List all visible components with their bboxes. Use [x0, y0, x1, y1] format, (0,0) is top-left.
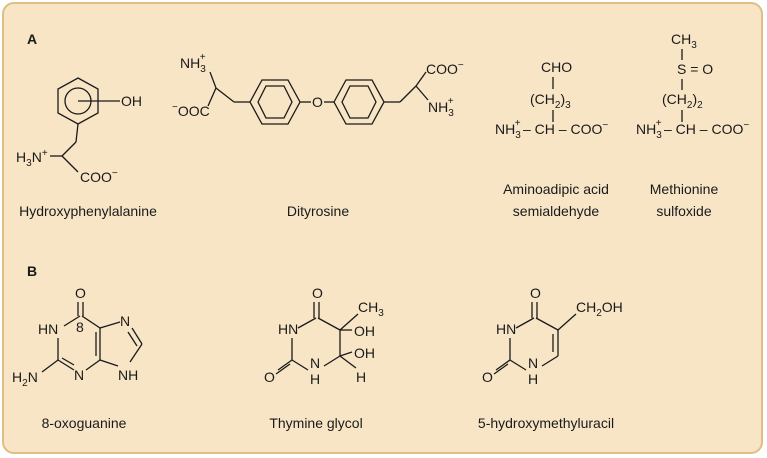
ch3-atom: CH3	[671, 31, 697, 51]
hmu-c2-n1	[509, 359, 527, 371]
left-ooc-atom: −OOC	[172, 102, 210, 119]
left-inner-ring	[257, 85, 293, 119]
tg-c2-n1	[291, 359, 309, 371]
n9h-atom: NH	[118, 367, 138, 383]
hmu-c5-ch2	[557, 313, 577, 331]
coo-minus-atom: COO−	[80, 168, 118, 185]
tg-hn-atom: HN	[278, 321, 298, 337]
tg-n1-c6	[323, 355, 341, 367]
c2-n3-double	[61, 357, 75, 366]
tg-nh-atom: H	[310, 371, 320, 387]
h2n-atom: H2N	[12, 369, 38, 389]
aminoadipic-semialdehyde-structure: CHO (CH2)3 NH3+ – CH – COO−	[495, 59, 608, 141]
tg-c4-n3	[297, 317, 317, 329]
dityrosine-name: Dityrosine	[287, 203, 349, 219]
hn-atom: HN	[38, 321, 58, 337]
c2-nh2-bond	[41, 359, 59, 373]
oh-atom: OH	[121, 93, 142, 109]
tg-top-o: O	[312, 285, 323, 301]
left-n-calpha-bond	[209, 71, 217, 89]
hydroxyphenylalanine-structure: OH H3N+ COO−	[16, 77, 142, 185]
section-a-label: A	[27, 31, 37, 47]
n7-c8-double	[127, 331, 138, 347]
ch2-3-chain: (CH2)3	[530, 91, 571, 111]
nh3-plus-aas: NH3+	[495, 118, 521, 141]
tg-bottom-o: O	[264, 369, 275, 385]
thymine-glycol-name: Thymine glycol	[269, 415, 362, 431]
tg-c5-c4	[317, 317, 341, 331]
ring-ch2-bond	[75, 123, 79, 143]
thymine-glycol-structure: O HN O H N CH3 OH OH H	[264, 285, 384, 387]
tg-c6-h	[339, 355, 357, 369]
left-calpha-coo-bond	[207, 87, 217, 107]
hydroxyphenylalanine-name: Hydroxyphenylalanine	[19, 203, 157, 219]
ch-coo-aas: – CH – COO−	[523, 120, 608, 137]
figure-panel	[2, 2, 763, 454]
ch2-calpha-bond	[61, 141, 77, 157]
hydroxymethyluracil-name: 5-hydroxymethyluracil	[478, 415, 614, 431]
aminoadipic-name-line2: semialdehyde	[513, 203, 600, 219]
tg-c2-o-1	[277, 359, 293, 371]
right-calpha-n-bond	[415, 85, 429, 101]
methionine-name-line1: Methionine	[650, 181, 719, 197]
oxo-o-atom: O	[75, 285, 86, 301]
ether-o-atom: O	[312, 94, 323, 110]
n3-atom: N	[74, 367, 84, 383]
hydroxymethyluracil-structure: O HN O N H CH2OH	[482, 285, 623, 387]
h3n-plus-atom: H3N+	[16, 148, 48, 169]
section-b-label: B	[27, 263, 37, 279]
oxoguanine-structure: O 8 HN H2N N N NH	[12, 285, 143, 389]
cho-atom: CHO	[541, 59, 572, 75]
tg-n1-atom: N	[310, 355, 320, 371]
left-calpha-ch2-bond	[215, 87, 235, 103]
n3-c4-bond	[85, 359, 101, 371]
c5-n7-bond	[99, 321, 121, 329]
ch-coo-met: – CH – COO−	[664, 120, 749, 137]
nh3-plus-left: NH3+	[180, 52, 206, 75]
hmu-n1-atom: N	[528, 355, 538, 371]
tg-c6-oh	[339, 351, 353, 357]
hmu-c4-n3	[515, 317, 535, 329]
ring-8-label: 8	[76, 319, 84, 335]
tg-oh1-atom: OH	[354, 323, 375, 339]
n9-c4-bond	[99, 359, 119, 367]
hmu-c2-o-1	[495, 359, 511, 371]
tg-c2-o-2	[275, 363, 291, 375]
methionine-name-line2: sulfoxide	[656, 203, 711, 219]
tg-c5-ch3	[339, 313, 359, 331]
hmu-ch2oh-atom: CH2OH	[576, 299, 623, 319]
nh3-plus-met: NH3+	[636, 118, 662, 141]
dityrosine-structure: NH3+ −OOC O COO− NH3+	[172, 52, 464, 125]
right-inner-ring	[341, 85, 377, 119]
methionine-sulfoxide-structure: CH3 S = O (CH2)2 NH3+ – CH – COO−	[636, 31, 749, 141]
c6-n1-bond	[63, 315, 81, 327]
ch2-2-chain: (CH2)2	[662, 91, 703, 111]
c8-n9-bond	[129, 343, 143, 363]
oxoguanine-name: 8-oxoguanine	[42, 415, 127, 431]
c2-n3-bond	[57, 359, 75, 371]
tg-h-atom: H	[356, 369, 366, 385]
calpha-coo-bond	[61, 155, 79, 173]
c5-c6-bond	[81, 315, 101, 329]
tg-ch3-atom: CH3	[358, 299, 384, 319]
n7-atom: N	[120, 313, 130, 329]
hmu-nh-atom: H	[528, 371, 538, 387]
hmu-bottom-o: O	[482, 369, 493, 385]
hmu-n1-c6	[541, 355, 559, 367]
right-coo-minus-atom: COO−	[426, 60, 464, 77]
tg-oh2-atom: OH	[354, 345, 375, 361]
hmu-c5-c4	[535, 317, 559, 331]
s-eq-o-atom: S = O	[677, 61, 713, 77]
hmu-top-o: O	[530, 285, 541, 301]
hmu-c2-o-2	[493, 363, 509, 375]
aminoadipic-name-line1: Aminoadipic acid	[503, 181, 609, 197]
hmu-hn-atom: HN	[496, 321, 516, 337]
nh3-plus-right: NH3+	[428, 96, 454, 119]
n7-c8-bond	[131, 327, 143, 345]
right-ch2-calpha-bond	[399, 85, 417, 103]
right-calpha-coo-bond	[415, 71, 427, 87]
